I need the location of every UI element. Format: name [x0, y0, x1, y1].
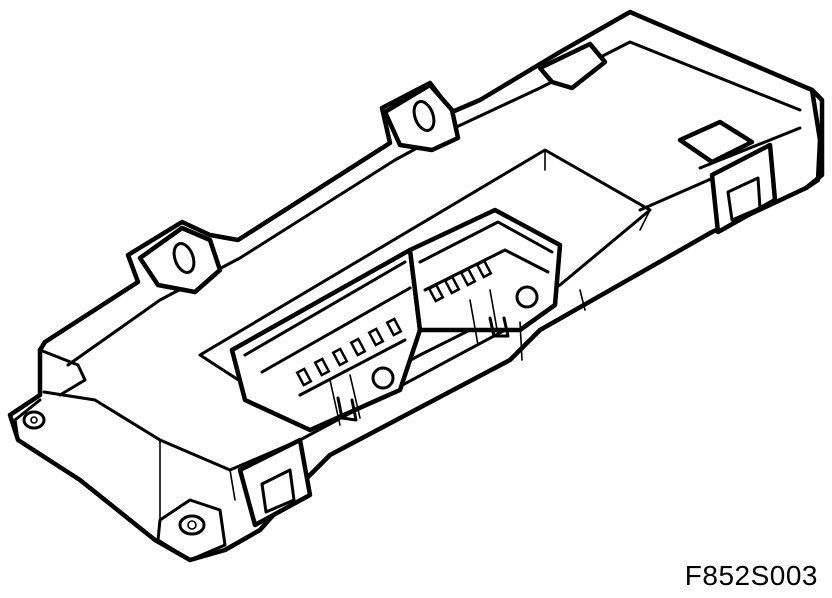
front-slot-left	[237, 437, 313, 528]
connector-right	[407, 207, 563, 346]
connector-left	[229, 247, 423, 433]
mounting-tab-right	[537, 41, 608, 91]
figure-code-label: F852S003	[684, 560, 818, 591]
mounting-tab-left	[137, 225, 223, 295]
front-face-details	[159, 289, 586, 521]
front-slot-right	[709, 142, 778, 235]
left-end-boss	[22, 410, 46, 430]
rear-right-clip	[677, 119, 755, 165]
front-mount-left	[156, 498, 227, 562]
mounting-tab-middle	[382, 82, 461, 153]
